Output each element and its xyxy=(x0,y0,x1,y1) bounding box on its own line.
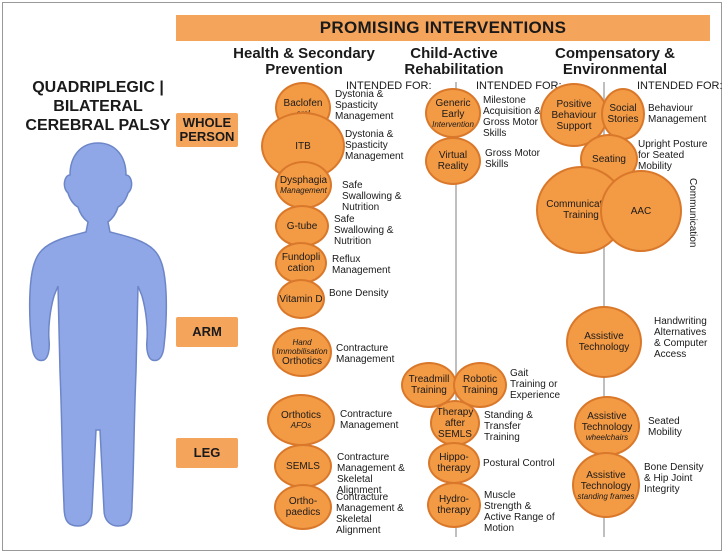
purpose-dysphagia: Safe Swallowing & Nutrition xyxy=(342,180,402,213)
circle-assistive-tech-arm: Assistive Technology xyxy=(566,306,642,378)
row-label-arm: ARM xyxy=(176,317,238,347)
purpose-hydrotherapy: Muscle Strength & Active Range of Motion xyxy=(484,490,555,534)
circle-gtube: G-tube xyxy=(275,205,329,247)
column-health: Health & Secondary Prevention xyxy=(233,45,375,78)
purpose-itb: Dystonia & Spasticity Management xyxy=(345,129,404,162)
row-label-whole-person: WHOLE PERSON xyxy=(176,113,238,147)
purpose-assistive-tech-arm: Handwriting Alternatives & Computer Acce… xyxy=(654,316,708,360)
purpose-fundoplication: Reflux Management xyxy=(332,254,391,276)
column-comp: Compensatory & Environmental xyxy=(554,45,676,78)
purpose-therapy-semls: Standing & Transfer Training xyxy=(484,410,533,443)
purpose-aac: Communication xyxy=(687,178,698,248)
purpose-vitamin-d: Bone Density xyxy=(329,288,389,299)
purpose-virtual-reality: Gross Motor Skills xyxy=(485,148,541,170)
purpose-robotic: Gait Training or Experience xyxy=(510,368,561,401)
page-title: QUADRIPLEGIC | BILATERAL CEREBRAL PALSY xyxy=(25,79,171,134)
intended-label-3: INTENDED FOR: xyxy=(637,80,723,92)
child-silhouette xyxy=(28,142,168,527)
circle-virtual-reality: Virtual Reality xyxy=(425,137,481,185)
purpose-baclofen: Dystonia & Spasticity Management xyxy=(335,89,394,122)
column-child: Child-Active Rehabilitation xyxy=(404,45,504,78)
circle-fundoplication: Fundopli cation xyxy=(275,242,327,284)
intended-label-2: INTENDED FOR: xyxy=(476,80,562,92)
banner-title: PROMISING INTERVENTIONS xyxy=(176,15,710,41)
circle-orthopaedics: Ortho- paedics xyxy=(274,484,332,530)
circle-hippotherapy: Hippo- therapy xyxy=(428,442,480,484)
circle-hydrotherapy: Hydro- therapy xyxy=(427,482,481,528)
intended-label-1: INTENDED FOR: xyxy=(346,80,432,92)
row-label-leg: LEG xyxy=(176,438,238,468)
purpose-orthotics-afo: Contracture Management xyxy=(340,409,399,431)
purpose-gtube: Safe Swallowing & Nutrition xyxy=(334,214,394,247)
circle-vitamin-d: Vitamin D xyxy=(277,279,325,319)
circle-aac: AAC xyxy=(600,170,682,252)
circle-semls: SEMLS xyxy=(274,444,332,488)
purpose-semls: Contracture Management & Skeletal Alignm… xyxy=(337,452,405,496)
circle-treadmill: Treadmill Training xyxy=(401,362,457,408)
purpose-assistive-tech-standing: Bone Density & Hip Joint Integrity xyxy=(644,462,704,495)
purpose-hand-orthotics: Contracture Management xyxy=(336,343,395,365)
purpose-generic-early: Milestone Acquisition & Gross Motor Skil… xyxy=(483,95,541,139)
purpose-social-stories: Behaviour Management xyxy=(648,103,707,125)
purpose-hippotherapy: Postural Control xyxy=(483,458,555,469)
purpose-seating: Upright Posture for Seated Mobility xyxy=(638,139,708,172)
divider-line-1 xyxy=(455,82,457,537)
purpose-assistive-tech-wheelchairs: Seated Mobility xyxy=(648,416,682,438)
circle-therapy-semls: Therapy after SEMLS xyxy=(430,400,480,446)
circle-social-stories: Social Stories xyxy=(601,88,645,140)
purpose-orthopaedics: Contracture Management & Skeletal Alignm… xyxy=(336,492,404,536)
